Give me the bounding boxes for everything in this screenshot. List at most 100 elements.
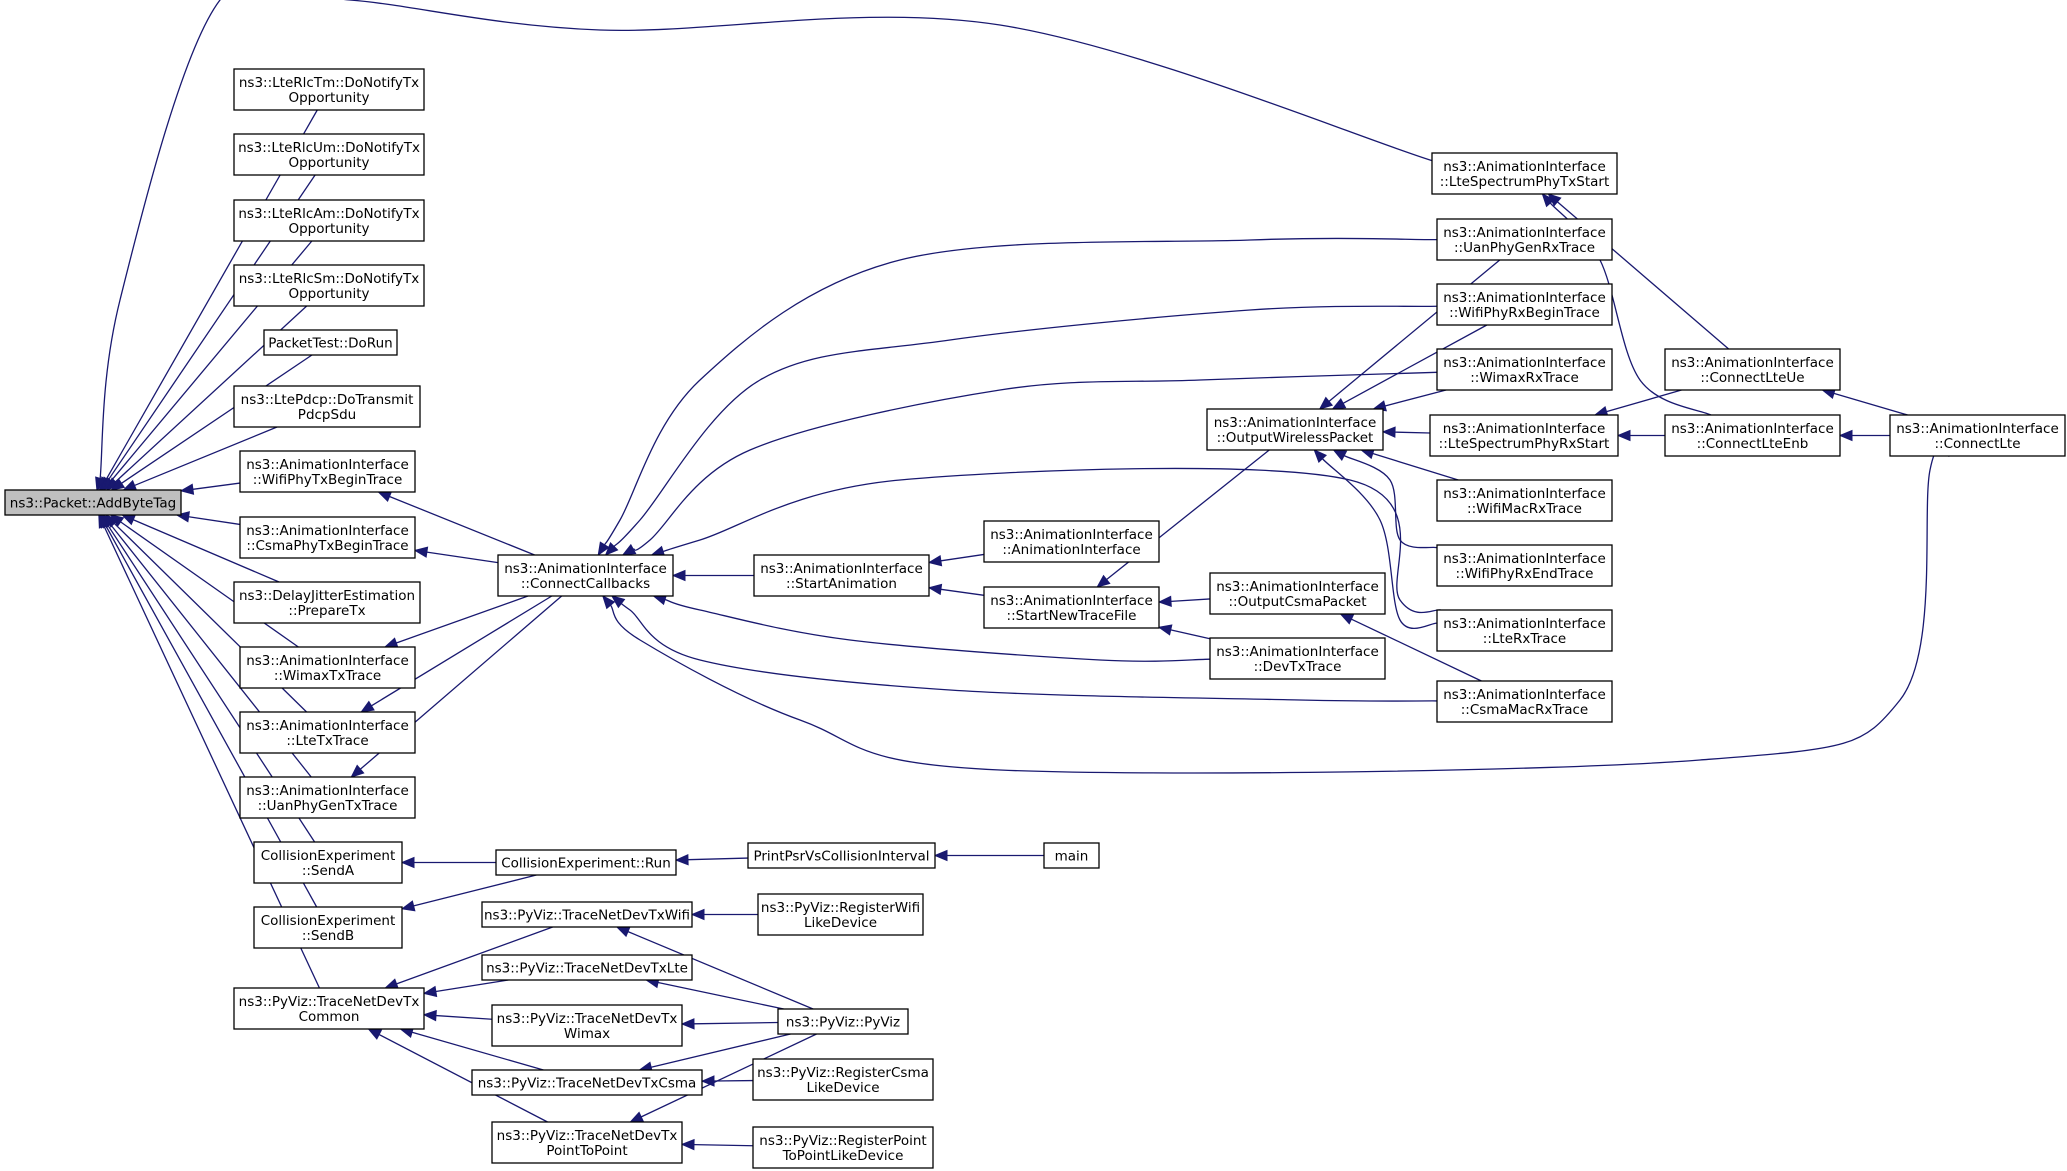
edge-arrowhead bbox=[597, 541, 610, 557]
node-animiface[interactable]: ns3::AnimationInterface::AnimationInterf… bbox=[983, 520, 1160, 563]
node-label: ns3::AnimationInterface bbox=[1214, 415, 1377, 431]
node-collA[interactable]: CollisionExperiment::SendA bbox=[253, 841, 403, 884]
node-label: Opportunity bbox=[288, 155, 369, 171]
node-tracelte[interactable]: ns3::PyViz::TraceNetDevTxLte bbox=[481, 954, 693, 981]
node-box bbox=[233, 987, 425, 1030]
node-regp2p[interactable]: ns3::PyViz::RegisterPointToPointLikeDevi… bbox=[752, 1126, 934, 1169]
call-edge-connectlteue-to-ltespectx bbox=[1547, 193, 1730, 350]
node-ltespectx[interactable]: ns3::AnimationInterface::LteSpectrumPhyT… bbox=[1431, 152, 1618, 195]
edge-line bbox=[435, 1014, 493, 1020]
node-box bbox=[233, 68, 425, 111]
call-edge-ltespectx-to-addbytetag bbox=[95, 0, 1463, 494]
node-wifiphyrxbegin[interactable]: ns3::AnimationInterface::WifiPhyRxBeginT… bbox=[1436, 283, 1613, 326]
node-uanphyrx[interactable]: ns3::AnimationInterface::UanPhyGenRxTrac… bbox=[1436, 218, 1613, 261]
node-connectcb[interactable]: ns3::AnimationInterface::ConnectCallback… bbox=[497, 554, 674, 597]
edge-arrowhead bbox=[400, 856, 415, 869]
edge-line bbox=[396, 926, 553, 985]
node-collrun[interactable]: CollisionExperiment::Run bbox=[495, 849, 677, 876]
node-ltespecrx[interactable]: ns3::AnimationInterface::LteSpectrumPhyR… bbox=[1429, 414, 1619, 457]
node-label: ::WimaxTxTrace bbox=[274, 668, 381, 684]
edge-line bbox=[1170, 629, 1211, 640]
node-label: Wimax bbox=[564, 1026, 610, 1042]
call-edge-connectlteenb-to-ltespecrx bbox=[1616, 429, 1665, 442]
edge-line bbox=[1321, 458, 1438, 630]
call-edge-lterx-to-outwireless bbox=[1313, 449, 1438, 630]
edge-arrowhead bbox=[1339, 613, 1355, 625]
node-uanphygentx[interactable]: ns3::AnimationInterface::UanPhyGenTxTrac… bbox=[239, 776, 416, 819]
node-packettest[interactable]: PacketTest::DoRun bbox=[263, 329, 398, 356]
edge-line bbox=[134, 426, 278, 487]
node-wifiphyrxend[interactable]: ns3::AnimationInterface::WifiPhyRxEndTra… bbox=[1436, 544, 1613, 587]
node-lterx[interactable]: ns3::AnimationInterface::LteRxTrace bbox=[1436, 609, 1613, 652]
node-csmaphytx[interactable]: ns3::AnimationInterface::CsmaPhyTxBeginT… bbox=[239, 516, 416, 559]
node-startanim[interactable]: ns3::AnimationInterface::StartAnimation bbox=[753, 554, 930, 597]
node-devtx[interactable]: ns3::AnimationInterface::DevTxTrace bbox=[1209, 637, 1386, 680]
node-box bbox=[983, 520, 1160, 563]
edge-line bbox=[192, 482, 241, 490]
node-box bbox=[1664, 414, 1841, 457]
node-connectlteue[interactable]: ns3::AnimationInterface::ConnectLteUe bbox=[1664, 348, 1841, 391]
edge-arrowhead bbox=[1331, 397, 1347, 410]
node-box bbox=[1436, 348, 1613, 391]
node-main[interactable]: main bbox=[1043, 842, 1100, 869]
edge-arrowhead bbox=[933, 849, 948, 862]
node-wimaxtx[interactable]: ns3::AnimationInterface::WimaxTxTrace bbox=[239, 646, 416, 689]
node-label: ns3::AnimationInterface bbox=[246, 718, 409, 734]
node-box bbox=[747, 842, 936, 869]
node-label: PdcpSdu bbox=[298, 407, 356, 423]
call-edge-packettest-to-addbytetag bbox=[110, 354, 313, 491]
edge-line bbox=[98, 0, 1463, 494]
node-box bbox=[4, 489, 182, 516]
call-edge-collrun-to-collA bbox=[400, 856, 496, 869]
node-wifimacrx[interactable]: ns3::AnimationInterface::WifiMacRxTrace bbox=[1436, 479, 1613, 522]
node-printpsr[interactable]: PrintPsrVsCollisionInterval bbox=[747, 842, 936, 869]
node-box bbox=[239, 711, 416, 754]
edge-arrowhead bbox=[384, 978, 399, 990]
call-edge-ltespecrx-to-outwireless bbox=[1381, 426, 1431, 438]
call-edge-tracewimax-to-tracecommon bbox=[422, 1009, 493, 1022]
edge-line bbox=[687, 857, 749, 861]
edge-line bbox=[411, 1031, 544, 1071]
edge-line bbox=[413, 874, 537, 907]
edge-arrowhead bbox=[629, 1111, 645, 1123]
edge-line bbox=[610, 447, 1950, 774]
edge-arrowhead bbox=[422, 985, 438, 998]
node-addbytetag[interactable]: ns3::Packet::AddByteTag bbox=[4, 489, 182, 516]
node-startnew[interactable]: ns3::AnimationInterface::StartNewTraceFi… bbox=[983, 586, 1160, 629]
node-outcsma[interactable]: ns3::AnimationInterface::OutputCsmaPacke… bbox=[1209, 572, 1386, 615]
edge-arrowhead bbox=[110, 478, 126, 491]
node-tracewifi[interactable]: ns3::PyViz::TraceNetDevTxWifi bbox=[481, 901, 693, 928]
edge-arrowhead bbox=[671, 569, 686, 582]
node-outwireless[interactable]: ns3::AnimationInterface::OutputWirelessP… bbox=[1206, 408, 1384, 451]
node-box bbox=[1209, 637, 1386, 680]
node-connectlte[interactable]: ns3::AnimationInterface::ConnectLte bbox=[1889, 414, 2066, 457]
node-label: Opportunity bbox=[288, 286, 369, 302]
node-label: ::UanPhyGenTxTrace bbox=[258, 798, 398, 814]
node-tracecsma[interactable]: ns3::PyViz::TraceNetDevTxCsma bbox=[471, 1069, 703, 1096]
node-delayjitter[interactable]: ns3::DelayJitterEstimation::PrepareTx bbox=[233, 581, 421, 624]
edge-arrowhead bbox=[674, 853, 689, 866]
node-connectlteenb[interactable]: ns3::AnimationInterface::ConnectLteEnb bbox=[1664, 414, 1841, 457]
node-label: ::CsmaPhyTxBeginTrace bbox=[246, 538, 408, 554]
node-box bbox=[1431, 152, 1618, 195]
node-pyviz[interactable]: ns3::PyViz::PyViz bbox=[777, 1008, 909, 1035]
node-csmamacrx[interactable]: ns3::AnimationInterface::CsmaMacRxTrace bbox=[1436, 680, 1613, 723]
node-wimaxrx[interactable]: ns3::AnimationInterface::WimaxRxTrace bbox=[1436, 348, 1613, 391]
node-label: ns3::PyViz::TraceNetDevTxWifi bbox=[484, 908, 690, 924]
edge-arrowhead bbox=[690, 908, 705, 921]
node-ltetx[interactable]: ns3::AnimationInterface::LteTxTrace bbox=[239, 711, 416, 754]
node-wifiphytx[interactable]: ns3::AnimationInterface::WifiPhyTxBeginT… bbox=[239, 450, 416, 493]
node-label: Common bbox=[299, 1009, 360, 1025]
node-collB[interactable]: CollisionExperiment::SendB bbox=[253, 906, 403, 949]
edge-line bbox=[396, 595, 529, 644]
